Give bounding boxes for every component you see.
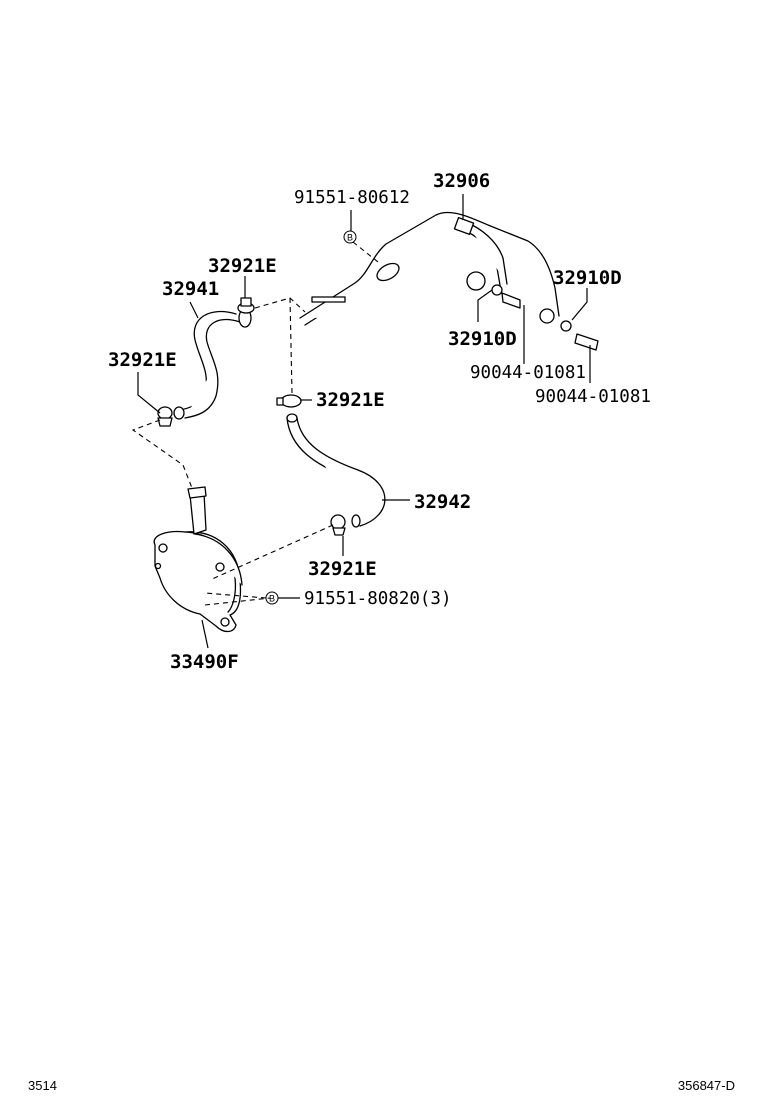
hose-32941 (173, 308, 252, 420)
footer-page-code: 3514 (28, 1078, 57, 1093)
label-32921E-middle: 32921E (316, 389, 385, 411)
label-32921E-left: 32921E (108, 349, 177, 371)
svg-text:B: B (269, 594, 275, 604)
label-33490F: 33490F (170, 651, 239, 673)
label-32910D-right: 32910D (553, 267, 622, 289)
hose-clamp-32921E-upper (237, 297, 255, 314)
label-32921E-lower: 32921E (308, 558, 377, 580)
hose-clamp-32921E-left (157, 406, 173, 427)
label-91551-80820: 91551-80820(3) (304, 589, 452, 609)
label-32942: 32942 (414, 491, 471, 513)
footer-diagram-code: 356847-D (678, 1078, 735, 1093)
label-32941: 32941 (162, 278, 219, 300)
union-fitting-32910D (466, 271, 599, 351)
hose-clamp-32921E-middle (276, 394, 302, 408)
hose-clamp-32921E-lower (330, 514, 346, 536)
label-91551-80612: 91551-80612 (294, 188, 410, 208)
bolt-marker-upper: B (343, 230, 357, 244)
leader-lines (137, 194, 591, 649)
label-32910D-left: 32910D (448, 328, 517, 350)
label-32906: 32906 (433, 170, 490, 192)
label-32921E-upper: 32921E (208, 255, 277, 277)
hose-32942 (286, 413, 386, 528)
dashed-routing-lines (131, 241, 379, 606)
svg-text:B: B (347, 233, 353, 243)
vacuum-pump-33490F (153, 486, 243, 633)
label-90044-01081-lower: 90044-01081 (535, 387, 651, 407)
label-90044-01081-upper: 90044-01081 (470, 363, 586, 383)
